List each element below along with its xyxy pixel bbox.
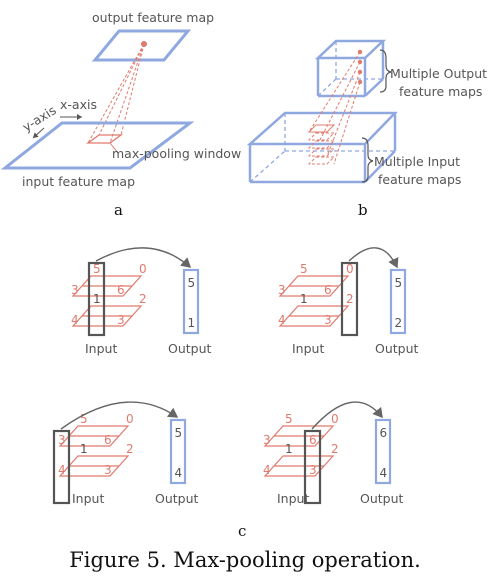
pooling-arrow [95, 247, 192, 268]
max-pooling-window [86, 134, 123, 144]
cell-bottom-tr: 2 [126, 442, 134, 456]
input-plane-top [71, 275, 143, 297]
cell-bottom-tr: 2 [346, 292, 354, 306]
pooling-window-box [87, 261, 106, 337]
cell-top-tr: 0 [126, 412, 134, 426]
cell-bottom-br: 3 [117, 313, 125, 327]
input-plane-top [58, 425, 130, 447]
projection-lines [87, 43, 145, 144]
cell-bottom-tr: 2 [139, 292, 147, 306]
cell-top-tl: 5 [93, 262, 101, 276]
pooling-arrow [60, 401, 179, 430]
output-value-top: 5 [188, 276, 196, 290]
pooling-window-box [303, 429, 322, 505]
input-feature-map-label: input feature map [22, 174, 135, 189]
input-stack [246, 111, 398, 184]
cell-top-bl: 3 [263, 433, 271, 447]
output-brace [379, 49, 392, 93]
input-plane-bottom [263, 455, 335, 477]
cell-top-tr: 0 [139, 262, 147, 276]
input-label: Input [292, 341, 324, 356]
input-feature-map [0, 121, 195, 170]
output-value-bottom: 4 [175, 466, 183, 480]
pooling-window-box [52, 429, 71, 505]
input-brace [361, 137, 374, 183]
output-value-top: 5 [395, 276, 403, 290]
input-label: Input [277, 491, 309, 506]
output-label: Output [375, 341, 419, 356]
cell-bottom-tr: 2 [331, 442, 339, 456]
input-label: Input [85, 341, 117, 356]
cell-bottom-bl: 4 [71, 313, 79, 327]
output-value-top: 5 [175, 426, 183, 440]
panel-a: output feature map max-pooling window x-… [0, 10, 241, 219]
input-label: Input [72, 491, 104, 506]
input-plane-top [263, 425, 335, 447]
cell-top-tl: 5 [300, 262, 308, 276]
output-bar [169, 418, 187, 485]
cell-bottom-bl: 4 [278, 313, 286, 327]
output-bar [389, 268, 407, 335]
cell-top-bl: 3 [71, 283, 79, 297]
output-feature-map [91, 29, 192, 62]
cell-bottom-br: 3 [309, 463, 317, 477]
pooling-arrow [348, 247, 399, 269]
cell-top-bl: 3 [58, 433, 66, 447]
output-value-top: 6 [380, 426, 388, 440]
x-axis-label: x-axis [60, 97, 97, 112]
y-axis-arrow [32, 127, 45, 139]
cell-bottom-br: 3 [324, 313, 332, 327]
cell-top-br: 6 [104, 433, 112, 447]
input-plane-top [278, 275, 350, 297]
cell-top-br: 6 [309, 433, 317, 447]
cell-bottom-tl: 1 [80, 442, 88, 456]
input-maps-label-2: feature maps [378, 172, 461, 187]
output-value-bottom: 2 [395, 316, 403, 330]
cell-bottom-tl: 1 [285, 442, 293, 456]
cell-top-tr: 0 [331, 412, 339, 426]
output-bar [374, 418, 392, 485]
stack-projection-lines [308, 51, 361, 165]
max-pooling-window-label: max-pooling window [112, 146, 241, 161]
input-plane-bottom [71, 305, 143, 327]
output-stack [314, 39, 387, 98]
cell-top-tl: 5 [80, 412, 88, 426]
output-label: Output [168, 341, 212, 356]
output-bar [182, 268, 200, 335]
window-leader-line [109, 142, 119, 154]
output-label: Output [155, 491, 199, 506]
input-plane-bottom [278, 305, 350, 327]
output-label: Output [360, 491, 404, 506]
figure-caption: Figure 5. Max-pooling operation. [69, 548, 421, 572]
input-plane-bottom [58, 455, 130, 477]
panel-b: Multiple Output feature maps Multiple In… [246, 39, 487, 219]
output-maps-label-2: feature maps [399, 84, 482, 99]
cell-bottom-bl: 4 [263, 463, 271, 477]
output-feature-map-label: output feature map [92, 10, 214, 25]
cell-top-br: 6 [117, 283, 125, 297]
panel-b-sublabel: b [358, 201, 368, 219]
input-maps-label-1: Multiple Input [374, 154, 460, 169]
cell-top-br: 6 [324, 283, 332, 297]
cell-top-tr: 0 [346, 262, 354, 276]
panel-a-sublabel: a [114, 201, 123, 219]
cell-top-tl: 5 [285, 412, 293, 426]
pooling-window-box [340, 261, 359, 337]
panel-c-sublabel: c [238, 522, 246, 540]
cell-bottom-tl: 1 [93, 292, 101, 306]
pooling-arrow [311, 401, 383, 430]
cell-bottom-bl: 4 [58, 463, 66, 477]
cell-top-bl: 3 [278, 283, 286, 297]
output-maps-label-1: Multiple Output [390, 66, 487, 81]
output-value-bottom: 1 [188, 316, 196, 330]
output-value-bottom: 4 [380, 466, 388, 480]
cell-bottom-br: 3 [104, 463, 112, 477]
cell-bottom-tl: 1 [300, 292, 308, 306]
